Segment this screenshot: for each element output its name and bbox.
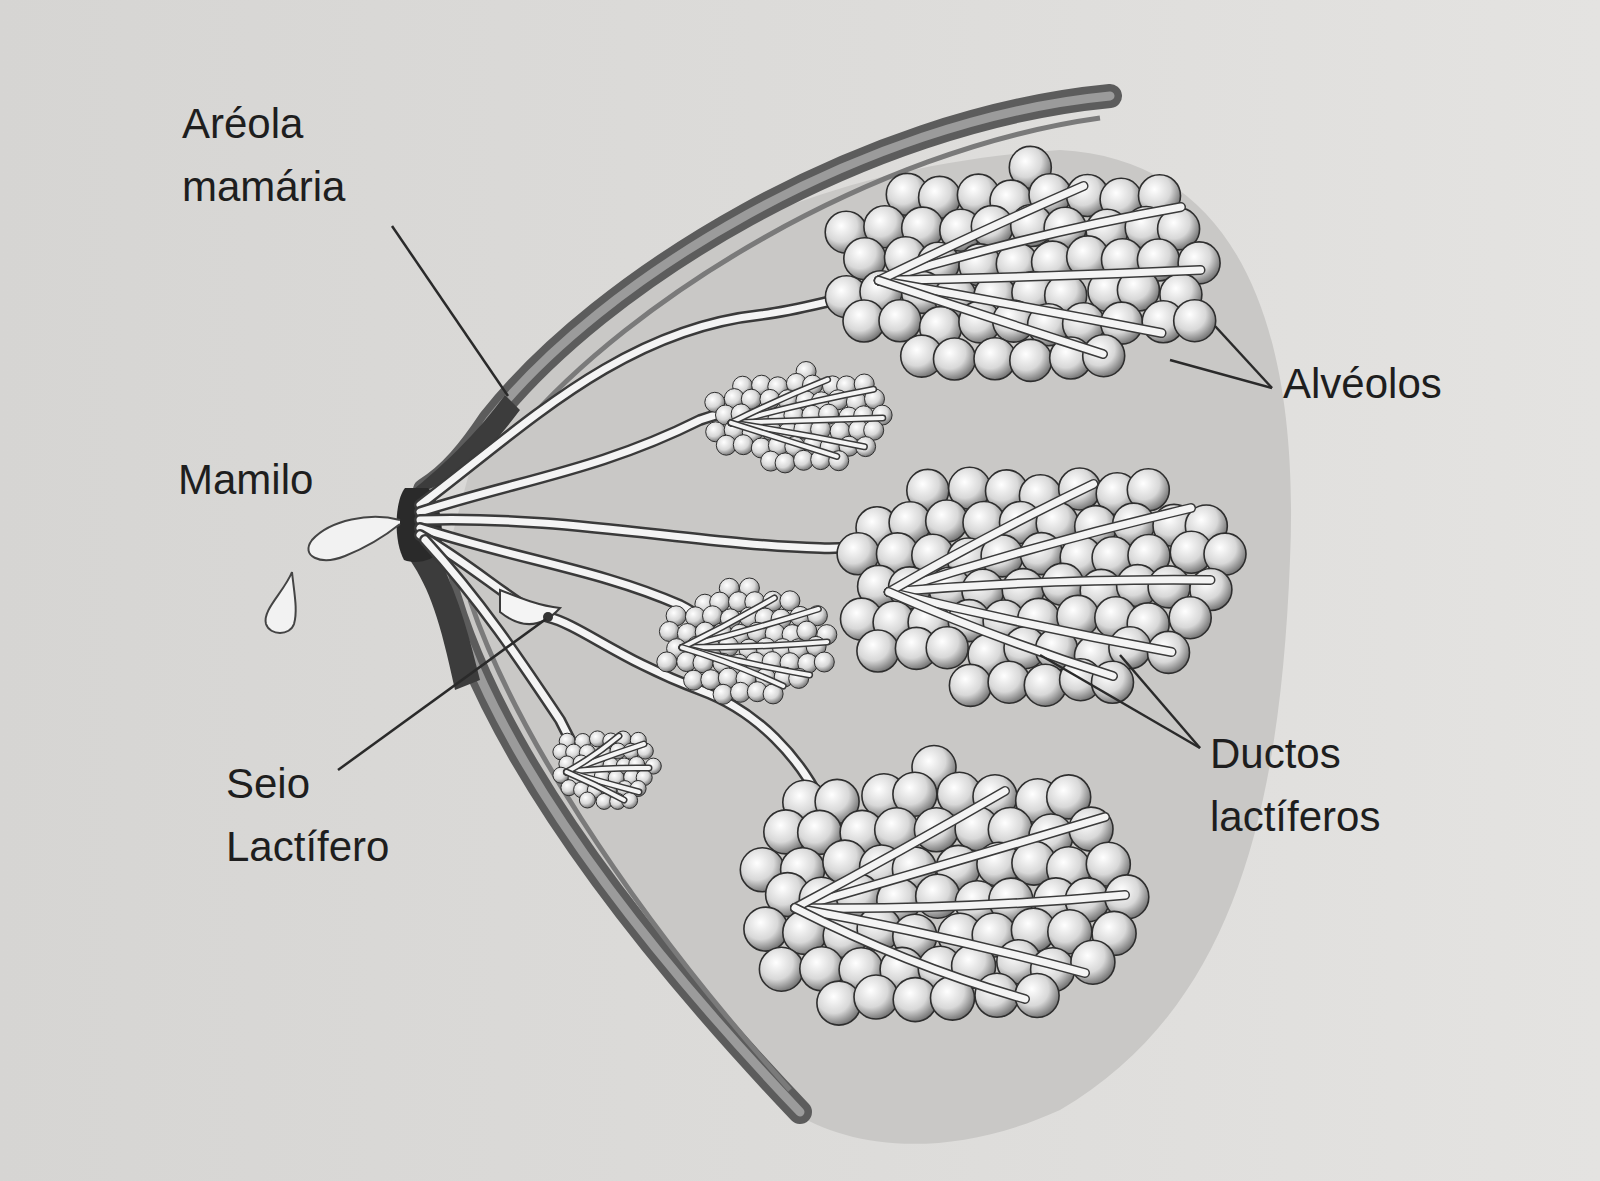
lactiferous-duct bbox=[420, 295, 860, 505]
alveolus bbox=[857, 630, 899, 672]
duct-branch-edge bbox=[879, 270, 1201, 281]
gland-tissue bbox=[440, 150, 1291, 1144]
duct-branch bbox=[731, 423, 837, 457]
alveolus bbox=[949, 664, 991, 706]
duct-branch bbox=[567, 736, 620, 772]
skin-band bbox=[470, 118, 1100, 1090]
duct-branch bbox=[879, 281, 1103, 355]
duct-branch bbox=[879, 186, 1084, 281]
leader-line bbox=[1215, 326, 1272, 388]
duct-branch-edge bbox=[889, 592, 1113, 676]
duct-branch bbox=[731, 418, 883, 423]
part-label: Seio Lactífero bbox=[226, 752, 389, 878]
milk-stream bbox=[308, 517, 400, 560]
duct-branch bbox=[795, 791, 1005, 908]
alveolus bbox=[926, 627, 968, 669]
leader-line bbox=[1040, 655, 1200, 748]
duct-branch bbox=[682, 598, 774, 648]
alveolus bbox=[1174, 300, 1216, 342]
duct-branch bbox=[795, 908, 1085, 973]
leader-line bbox=[338, 619, 546, 770]
lobule-group bbox=[553, 146, 1246, 1025]
alveolus bbox=[733, 435, 753, 455]
duct-branch-edge bbox=[731, 380, 828, 423]
alveolus bbox=[1010, 339, 1052, 381]
lactiferous-duct bbox=[425, 540, 590, 770]
duct-branch-edge bbox=[795, 908, 1025, 999]
duct-branch-edge bbox=[795, 817, 1105, 908]
lactiferous-duct-edge bbox=[425, 540, 590, 770]
duct-branch bbox=[879, 270, 1201, 281]
duct-branch bbox=[889, 484, 1094, 592]
alveolus bbox=[579, 792, 595, 808]
branch-group bbox=[567, 186, 1211, 999]
duct-branch-edge bbox=[889, 580, 1211, 592]
duct-branch bbox=[795, 895, 1125, 908]
duct-branch-edge bbox=[682, 598, 774, 648]
duct-branch-edge bbox=[879, 281, 1103, 355]
alveolus bbox=[814, 652, 834, 672]
duct-branch-edge bbox=[682, 648, 783, 687]
duct-branch-edge bbox=[731, 423, 837, 457]
milk-drop bbox=[266, 572, 296, 633]
lactiferous-sinus bbox=[500, 590, 560, 624]
leader-line bbox=[392, 226, 508, 396]
duct-branch-edge bbox=[567, 772, 625, 800]
duct-branch-edge bbox=[795, 908, 1085, 973]
part-label: Aréola mamária bbox=[182, 92, 345, 218]
duct-branch-edge bbox=[795, 895, 1125, 908]
duct-branch bbox=[731, 380, 828, 423]
lactiferous-duct bbox=[420, 405, 770, 512]
duct-branch-edge bbox=[795, 791, 1005, 908]
duct-branch bbox=[795, 817, 1105, 908]
alveolus bbox=[775, 453, 795, 473]
lactiferous-duct-edge bbox=[420, 295, 860, 505]
part-label: Ductos lactíferos bbox=[1210, 722, 1380, 848]
duct-branch bbox=[682, 648, 783, 687]
part-label: Mamilo bbox=[178, 448, 313, 511]
alveolus bbox=[657, 652, 677, 672]
alveolus bbox=[713, 684, 733, 704]
duct-branch-edge bbox=[889, 484, 1094, 592]
alveolus bbox=[854, 975, 898, 1019]
duct-branch bbox=[889, 580, 1211, 592]
alveolus bbox=[1071, 940, 1115, 984]
duct-branch bbox=[795, 908, 1025, 999]
part-label: Alvéolos bbox=[1283, 352, 1442, 415]
leader-line bbox=[1120, 655, 1200, 748]
duct-branch-edge bbox=[879, 186, 1084, 281]
leader-line bbox=[1170, 360, 1272, 388]
alveolus bbox=[934, 338, 976, 380]
duct-branch bbox=[567, 772, 625, 800]
duct-branch bbox=[682, 642, 827, 648]
lactiferous-duct-edge bbox=[420, 405, 770, 512]
duct-branch-edge bbox=[731, 418, 883, 423]
duct-branch-edge bbox=[682, 642, 827, 648]
duct-branch bbox=[889, 592, 1113, 676]
alveolus bbox=[759, 947, 803, 991]
leader-lines bbox=[338, 226, 1272, 770]
alveolus bbox=[744, 907, 788, 951]
duct-branch-edge bbox=[567, 736, 620, 772]
